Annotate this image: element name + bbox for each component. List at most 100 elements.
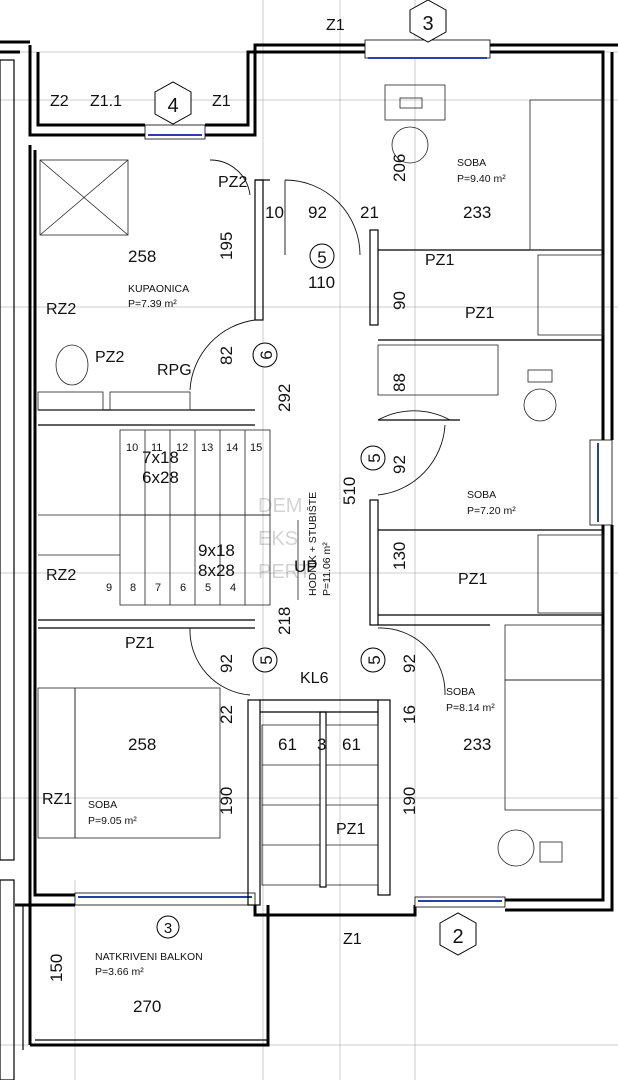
step-6: 6 [180,582,186,594]
watermark-line-2: EKS [258,528,298,550]
door-number-5b: 5 [365,453,384,462]
chair-2 [523,388,557,422]
axis-marker-bottom-left: 3 [156,915,180,939]
step-9: 9 [106,582,112,594]
room-name-hodnik: HODNIK + STUBIŠTE [306,492,319,596]
dim-3: 3 [317,735,326,754]
shower-tray [39,159,129,236]
neighbor-walls [0,40,30,1080]
chair-1 [391,126,429,164]
room-name-balkon: NATKRIVENI BALKON [95,951,203,963]
room-name-soba-1: SOBA [457,157,486,169]
axis-marker-left: 4 [154,81,192,125]
stair-upper-risers: 7x18 [142,448,179,467]
stair-lower-treads: 8x28 [198,561,235,580]
door-label-pz1-soba1: PZ1 [425,252,454,269]
dim-92d: 92 [400,654,419,673]
exterior-walls [15,43,618,1050]
step-5: 5 [205,582,211,594]
wall-label-z1-bottom: Z1 [343,931,362,948]
door-label-pz1-soba2: PZ1 [458,571,487,588]
room-area-balkon: P=3.66 m² [95,966,144,978]
dim-92c: 92 [217,654,236,673]
door-label-pz1-soba1b: PZ1 [465,305,494,322]
dim-82: 82 [217,346,236,365]
dimensions: 206 233 10 92 21 195 258 110 90 82 292 8… [47,154,491,1016]
dim-10: 10 [265,203,284,222]
dim-16: 16 [400,705,419,724]
step-7: 7 [155,582,161,594]
room-area-hodnik: P=11.06 m² [321,542,333,596]
door-label-pz1-closet: PZ1 [336,821,365,838]
dim-88: 88 [390,373,409,392]
bed-pillow-2 [537,534,604,614]
dim-270: 270 [133,997,161,1016]
axis-marker-top-label: 3 [422,13,433,35]
dim-61b: 61 [342,735,361,754]
wall-label-z1-top: Z1 [326,17,345,34]
dim-258b: 258 [128,735,156,754]
dim-195: 195 [217,232,236,260]
dim-110: 110 [308,273,335,292]
step-8: 8 [130,582,136,594]
dim-92b: 92 [390,455,409,474]
step-11: 11 [151,442,162,454]
wall-label-rz2-upper: RZ2 [46,301,76,318]
bathroom-counter [37,391,104,411]
room-area-soba-3: P=8.14 m² [446,702,495,714]
chair-3 [497,829,535,867]
wall-label-z2-left: Z2 [50,93,69,110]
room-name-kupaonica: KUPAONICA [128,283,189,295]
door-labels: PZ2 PZ2 RPG PZ1 PZ1 PZ1 PZ1 PZ1 KL6 [95,174,494,838]
dim-233b: 233 [463,735,491,754]
axis-marker-bottom-right: 2 [439,912,477,956]
dim-292: 292 [275,384,294,412]
wall-label-rz2-lower: RZ2 [46,567,76,584]
watermark-line-1: DEM [258,495,302,517]
wall-label-z1-left: Z1 [212,93,231,110]
dim-233a: 233 [463,203,491,222]
wall-label-z1-1: Z1.1 [90,93,122,110]
room-name-soba-4: SOBA [88,799,117,811]
fixtures [37,84,604,886]
stair-labels: 10 11 12 13 14 15 7x18 6x28 9x18 8x28 9 … [106,442,318,594]
door-swings [189,159,451,696]
stair-lower-risers: 9x18 [198,541,235,560]
wall-labels: Z1 Z2 Z1.1 Z1 RZ2 RZ2 RZ1 Z1 [42,17,362,948]
dim-92a: 92 [308,203,327,222]
wardrobe-3 [504,624,604,681]
step-14: 14 [226,442,238,454]
door-label-pz2-bath: PZ2 [218,174,247,191]
room-name-soba-2: SOBA [467,489,496,501]
axis-marker-left-label: 4 [167,95,178,117]
wall-label-rz1: RZ1 [42,791,72,808]
dim-258a: 258 [128,247,156,266]
bed-pillow-1 [537,254,604,336]
axis-marker-bottom-right-label: 2 [452,926,463,948]
washing-machine [109,391,191,411]
step-15: 15 [250,442,262,454]
room-labels: KUPAONICA P=7.39 m² SOBA P=9.40 m² SOBA … [88,157,516,978]
dim-130: 130 [390,542,409,570]
wardrobe-2 [377,344,499,396]
desk-1 [384,84,446,121]
nightstand-4 [37,687,76,839]
axis-marker-top: 3 [409,0,447,43]
room-area-soba-4: P=9.05 m² [88,815,137,827]
toilet [55,344,89,386]
door-number-5d: 5 [365,655,384,664]
stair-upper-treads: 6x28 [142,468,179,487]
door-number-5a: 5 [317,248,326,267]
room-area-soba-2: P=7.20 m² [467,505,516,517]
door-label-rpg: RPG [157,362,192,379]
bed-3 [504,679,604,811]
step-10: 10 [126,442,138,454]
stair-direction: UP [294,557,318,576]
dim-61a: 61 [278,735,297,754]
axis-marker-bottom-left-label: 3 [164,920,172,937]
dim-218: 218 [275,607,294,635]
door-label-pz2-wc: PZ2 [95,349,124,366]
dim-206: 206 [390,154,409,182]
wardrobe-1 [529,99,604,251]
